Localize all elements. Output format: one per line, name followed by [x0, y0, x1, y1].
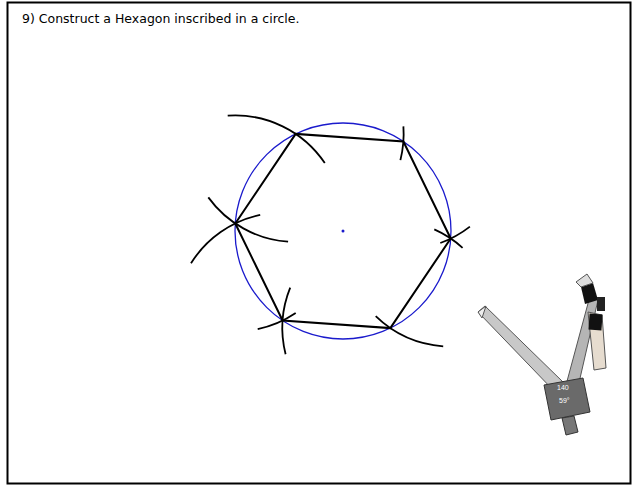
construction-arc — [434, 229, 462, 247]
construction-arc — [258, 313, 296, 329]
compass-angle: 59° — [559, 397, 570, 404]
worksheet-title: 9) Construct a Hexagon inscribed in a ci… — [22, 11, 300, 26]
hexagon — [235, 134, 450, 328]
construction-arc — [400, 126, 403, 160]
construction-arc — [191, 215, 260, 263]
construction-arc — [228, 115, 325, 163]
page-frame — [8, 3, 631, 484]
compass-symbol — [478, 274, 606, 435]
construction-arc — [376, 316, 444, 346]
center-point — [342, 230, 345, 233]
circle — [235, 123, 451, 339]
construction-arc — [208, 197, 288, 241]
compass-reading: 140 — [557, 384, 569, 391]
hexagon-group — [191, 115, 470, 354]
